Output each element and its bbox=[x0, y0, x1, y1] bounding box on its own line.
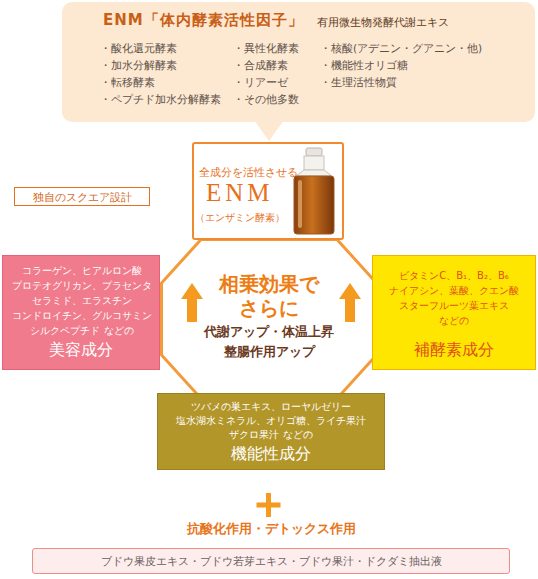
functional-ingredients: ツバメの巣エキス、ローヤルゼリー 塩水湖水ミネラル、オリゴ糖、ライチ果汁 ザクロ… bbox=[168, 400, 374, 442]
enm-bottle bbox=[294, 148, 334, 234]
list-item: ・異性化酵素 bbox=[233, 42, 299, 56]
list-item: ・リアーゼ bbox=[233, 76, 288, 90]
coenzyme-heading: 補酵素成分 bbox=[373, 340, 535, 361]
bubble-subheading: 有用微生物発酵代謝エキス bbox=[317, 15, 449, 30]
list-item: ・核酸(アデニン・グアニン・他) bbox=[320, 42, 482, 56]
coenzyme-ingredients: ビタミンC、B₁、B₂、B₆ ナイアシン、葉酸、クエン酸 スターフルーツ葉エキス… bbox=[383, 268, 525, 328]
bubble-heading: ENM「体内酵素活性因子」 bbox=[103, 11, 304, 30]
list-item: ・機能性オリゴ糖 bbox=[320, 59, 408, 73]
enm-tagline: 全成分を活性させる bbox=[199, 166, 298, 180]
list-item: ・ペプチド加水分解酵素 bbox=[100, 93, 221, 107]
design-label: 独自のスクエア設計 bbox=[14, 187, 150, 206]
bottle-neck bbox=[304, 156, 324, 170]
bottle-stopper bbox=[306, 148, 322, 156]
synergy-heading: 相乗効果で さらに bbox=[204, 272, 334, 320]
list-item: ・酸化還元酵素 bbox=[100, 42, 177, 56]
plus-sign bbox=[257, 493, 281, 517]
enm-subname: （エンザミン酵素） bbox=[195, 211, 285, 225]
bubble-tail bbox=[254, 120, 284, 141]
list-item: ・転移酵素 bbox=[100, 76, 155, 90]
bottle-body bbox=[294, 176, 334, 234]
beauty-heading: 美容成分 bbox=[3, 340, 159, 361]
list-item: ・その他多数 bbox=[233, 93, 299, 107]
antioxidant-ingredients: ブドウ果皮エキス・ブドウ若芽エキス・ブドウ果汁・ドクダミ抽出液 bbox=[32, 548, 510, 574]
list-item: ・加水分解酵素 bbox=[100, 59, 177, 73]
enm-box: 全成分を活性させるENM （エンザミン酵素） bbox=[192, 142, 344, 240]
beauty-ingredients: コラーゲン、ヒアルロン酸 プロテオグリカン、プラセンタ セラミド、エラスチン コ… bbox=[9, 263, 155, 338]
coenzyme-box: ビタミンC、B₁、B₂、B₆ ナイアシン、葉酸、クエン酸 スターフルーツ葉エキス… bbox=[372, 255, 536, 370]
list-item: ・生理活性物質 bbox=[320, 76, 397, 90]
beauty-box: コラーゲン、ヒアルロン酸 プロテオグリカン、プラセンタ セラミド、エラスチン コ… bbox=[2, 255, 160, 370]
synergy-effects: 代謝アップ・体温上昇 整腸作用アップ bbox=[192, 322, 346, 362]
bottle-shoulder bbox=[296, 170, 332, 176]
enm-name: ENM bbox=[206, 179, 274, 207]
bottle-shine bbox=[298, 180, 302, 228]
antioxidant-band: 抗酸化作用・デトックス作用ブドウ果皮エキス・ブドウ若芽エキス・ブドウ果汁・ドクダ… bbox=[32, 518, 510, 576]
functional-box: ツバメの巣エキス、ローヤルゼリー 塩水湖水ミネラル、オリゴ糖、ライチ果汁 ザクロ… bbox=[157, 393, 385, 470]
plus-bar bbox=[257, 503, 281, 508]
synergy-octagon: 相乗効果で さらに代謝アップ・体温上昇 整腸作用アップ bbox=[160, 238, 378, 400]
up-arrow bbox=[339, 283, 361, 322]
design-label-text: 独自のスクエア設計 bbox=[15, 190, 149, 205]
octagon-shape bbox=[162, 240, 377, 399]
plus-bar bbox=[266, 493, 271, 517]
list-item: ・合成酵素 bbox=[233, 59, 288, 73]
functional-heading: 機能性成分 bbox=[158, 444, 384, 465]
antioxidant-heading: 抗酸化作用・デトックス作用 bbox=[32, 520, 510, 538]
up-arrow bbox=[181, 283, 203, 322]
speech-bubble: ENM「体内酵素活性因子」有用微生物発酵代謝エキス・酸化還元酵素・加水分解酵素・… bbox=[62, 2, 535, 122]
